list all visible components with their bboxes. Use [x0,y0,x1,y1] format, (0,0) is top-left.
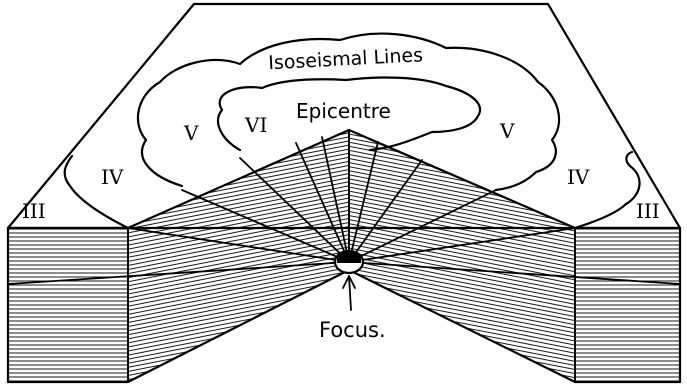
zone-iv-left-label: IV [101,165,124,189]
zone-v-right-label: V [499,119,515,143]
epicentre-label: Epicentre [296,99,391,123]
isoseismal-line-iv-right [575,152,640,228]
isoseismal-title: Isoseismal Lines [268,44,424,74]
focus-label: Focus. [319,318,386,342]
right-outer-face [575,228,680,382]
focus-arrow [343,276,355,310]
focus-point [335,250,363,273]
zone-iv-right-label: IV [567,165,590,189]
left-outer-face [8,228,128,382]
zone-v-left-label: V [183,121,199,145]
zone-vi-label: VI [244,113,267,137]
zone-iii-right-label: III [636,199,660,223]
zone-iii-left-label: III [22,199,46,223]
